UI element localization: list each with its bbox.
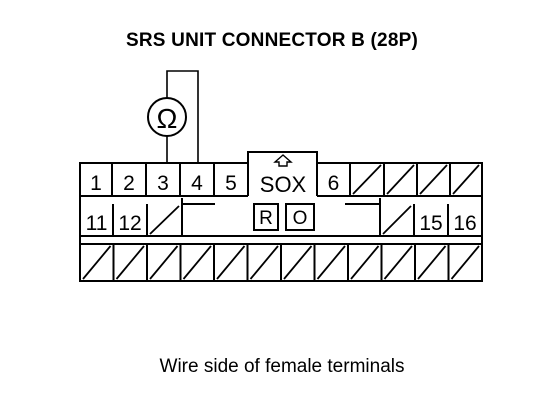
svg-text:5: 5 — [225, 172, 237, 195]
pin-cavity-bottom-4 — [182, 244, 215, 281]
pin-cavity-top-10 — [419, 163, 451, 196]
pin-cavity-bottom-2 — [115, 244, 148, 281]
pin-cavity-top-2: 2 — [123, 163, 147, 196]
pin-cavity-bottom-7 — [283, 244, 316, 281]
pin-cavity-top-7: 6 — [328, 163, 351, 196]
pin-cavity-bottom-3 — [149, 244, 182, 281]
pin-cavity-bottom-11 — [417, 244, 450, 281]
ohmmeter-icon: Ω — [147, 97, 187, 137]
center-block: SOX R O — [253, 154, 315, 231]
pin-cavity-middle-6: 16 — [453, 204, 483, 236]
pin-cavity-top-11 — [452, 163, 483, 196]
center-pin-o: O — [293, 208, 308, 229]
pin-cavity-bottom-10 — [383, 244, 416, 281]
pin-cavity-bottom-1 — [82, 244, 115, 281]
pin-cavity-middle-3 — [149, 204, 183, 236]
svg-text:15: 15 — [419, 212, 442, 235]
svg-text:16: 16 — [453, 212, 476, 235]
svg-text:4: 4 — [191, 172, 203, 195]
center-pin-r: R — [259, 208, 273, 229]
pin-cavity-bottom-8 — [316, 244, 349, 281]
diagram-caption: Wire side of female terminals — [159, 356, 405, 377]
center-pin-r-box — [253, 203, 279, 231]
pin-cavity-middle-1: 11 — [86, 204, 114, 236]
ohm-symbol: Ω — [157, 103, 178, 134]
lock-tab-arrow-icon — [273, 154, 293, 167]
pin-cavity-middle-4 — [382, 204, 415, 236]
pin-cavity-bottom-12 — [450, 244, 483, 281]
svg-text:2: 2 — [123, 172, 135, 195]
pin-cavity-middle-5: 15 — [419, 204, 449, 236]
pin-cavity-middle-2: 12 — [118, 204, 148, 236]
pin-cavity-top-8 — [352, 163, 385, 196]
probe-wire-pin-4 — [166, 70, 199, 164]
pin-cavity-top-9 — [386, 163, 418, 196]
svg-text:3: 3 — [157, 172, 169, 195]
pin-cavity-bottom-9 — [350, 244, 383, 281]
pin-cavity-bottom-5 — [216, 244, 249, 281]
center-label: SOX — [260, 172, 307, 197]
pin-cavity-top-3: 3 — [157, 163, 181, 196]
svg-text:12: 12 — [118, 212, 141, 235]
pin-cavity-top-4: 4 — [191, 163, 215, 196]
center-pin-o-box — [285, 203, 315, 231]
svg-text:6: 6 — [328, 172, 340, 195]
svg-text:11: 11 — [86, 212, 108, 235]
pin-cavity-bottom-6 — [249, 244, 282, 281]
probe-wires — [166, 70, 199, 164]
diagram-title: SRS UNIT CONNECTOR B (28P) — [126, 30, 418, 51]
svg-text:1: 1 — [90, 172, 102, 195]
pin-cavity-top-1: 1 — [90, 163, 113, 196]
pin-cavity-top-5: 5 — [225, 163, 249, 196]
